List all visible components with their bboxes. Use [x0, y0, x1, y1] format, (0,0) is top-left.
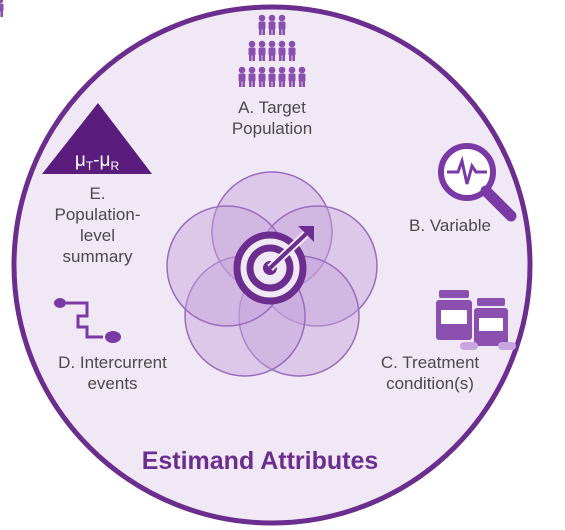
diagram-title: Estimand Attributes: [141, 447, 379, 475]
label-d-line2: events: [87, 374, 138, 393]
magnifier-pulse-icon: [438, 143, 517, 222]
formula-sub1: T: [86, 159, 94, 173]
label-a-line2: Population: [231, 119, 313, 138]
label-e-line4: summary: [62, 247, 133, 266]
formula-sub2: R: [110, 159, 119, 173]
label-c-line1: C. Treatment: [380, 353, 480, 372]
path-branch-icon: [54, 298, 121, 343]
label-treatment-conditions: C. Treatment condition(s): [355, 352, 505, 394]
label-e-line2: Population-: [54, 205, 141, 224]
pill-bottles-icon: [436, 290, 516, 350]
label-e-line3: level: [80, 226, 115, 245]
formula-dash: -: [93, 150, 99, 171]
formula-mu1: μ: [75, 150, 86, 171]
label-e-line1: E.: [89, 184, 106, 203]
triangle-icon: μT-μR: [42, 103, 152, 174]
label-b-line1: B. Variable: [409, 216, 491, 235]
formula-text: μT-μR: [75, 150, 120, 173]
people-pyramid-icon: [0, 0, 306, 87]
formula-mu2: μ: [100, 150, 111, 171]
label-a-line1: A. Target: [238, 98, 306, 117]
label-c-line2: condition(s): [386, 374, 474, 393]
label-variable: B. Variable: [385, 215, 515, 236]
label-population-level-summary: E. Population- level summary: [30, 183, 165, 267]
label-target-population: A. Target Population: [202, 97, 342, 139]
label-d-line1: D. Intercurrent: [58, 353, 167, 372]
target-arrow-icon: [233, 226, 314, 305]
label-intercurrent-events: D. Intercurrent events: [25, 352, 200, 394]
